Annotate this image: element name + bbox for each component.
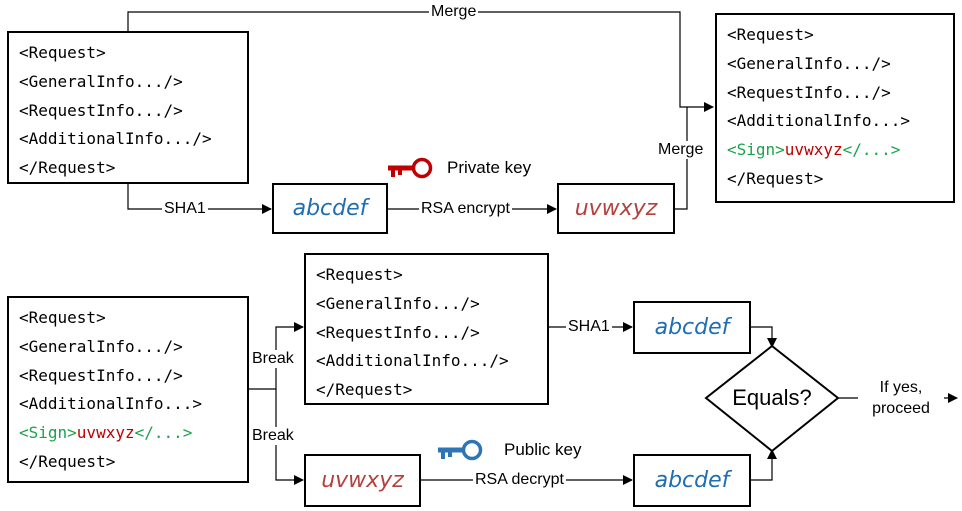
xml-line: <RequestInfo.../> xyxy=(19,100,183,120)
signed-request-box: <Request> <GeneralInfo.../> <RequestInfo… xyxy=(715,13,955,203)
public-key-label: Public key xyxy=(504,440,582,459)
stripped-request-box: <Request> <GeneralInfo.../> <RequestInfo… xyxy=(304,253,549,405)
hash-box: abcdef xyxy=(272,183,388,234)
xml-line: <Request> xyxy=(19,308,106,327)
sign-close-tag: </...> xyxy=(842,140,901,160)
xml-line: </Request> xyxy=(19,158,116,178)
xml-line: <GeneralInfo.../> xyxy=(19,336,183,356)
xml-line: <Request> xyxy=(19,43,106,62)
sha1-top-connector xyxy=(127,183,272,214)
result-line-2: proceed xyxy=(872,400,930,417)
sign-open-tag: <Sign> xyxy=(727,140,785,160)
break-bottom-label: Break xyxy=(251,427,295,445)
sha1-top-label: SHA1 xyxy=(162,200,208,218)
xml-line: </Request> xyxy=(316,380,413,400)
xml-line: <RequestInfo.../> xyxy=(19,365,183,385)
original-request-box: <Request> <GeneralInfo.../> <RequestInfo… xyxy=(7,31,249,184)
equals-label: Equals? xyxy=(732,385,812,410)
xml-line: <GeneralInfo.../> xyxy=(727,53,891,73)
xml-line: <GeneralInfo.../> xyxy=(19,71,183,91)
sha1-bottom-label: SHA1 xyxy=(566,318,612,336)
extracted-signature-box: uvwxyz xyxy=(304,454,421,507)
break-bottom-connector xyxy=(275,389,304,485)
break-top-label: Break xyxy=(251,350,295,368)
decrypted-to-diamond-connector xyxy=(750,449,777,481)
xml-line: <Request> xyxy=(727,25,814,44)
xml-line: </Request> xyxy=(727,168,824,188)
equals-diamond xyxy=(704,344,840,453)
hash-to-diamond-connector xyxy=(750,326,777,348)
sign-open-tag: <Sign> xyxy=(19,423,77,443)
xml-line: <RequestInfo.../> xyxy=(316,322,480,342)
merge-side-label: Merge xyxy=(657,141,705,159)
private-key-icon xyxy=(388,157,433,179)
xml-line: </Request> xyxy=(19,451,116,471)
computed-hash-box: abcdef xyxy=(633,301,751,354)
xml-line: <AdditionalInfo.../> xyxy=(19,129,212,149)
result-line-1: If yes, xyxy=(879,379,923,396)
public-key-icon xyxy=(438,439,483,461)
xml-line: <AdditionalInfo...> xyxy=(19,394,203,414)
result-label: If yes, proceed xyxy=(858,377,944,419)
rsa-encrypt-label: RSA encrypt xyxy=(419,200,512,218)
xml-line: <Request> xyxy=(316,265,403,284)
merge-top-label: Merge xyxy=(429,3,479,21)
signature-box: uvwxyz xyxy=(557,183,675,234)
received-request-box: <Request> <GeneralInfo.../> <RequestInfo… xyxy=(7,296,249,483)
sign-line: <Sign>uvwxyz</...> xyxy=(19,419,247,448)
xml-line: <AdditionalInfo.../> xyxy=(316,351,509,371)
sign-value: uvwxyz xyxy=(76,423,135,443)
decrypted-hash-box: abcdef xyxy=(633,454,751,507)
private-key-label: Private key xyxy=(447,158,532,177)
sign-close-tag: </...> xyxy=(134,423,193,443)
sign-line: <Sign>uvwxyz</...> xyxy=(727,136,953,165)
break-top-connector xyxy=(275,322,304,389)
rsa-decrypt-label: RSA decrypt xyxy=(473,471,566,489)
xml-line: <RequestInfo.../> xyxy=(727,82,891,102)
xml-line: <AdditionalInfo...> xyxy=(727,111,911,131)
xml-line: <GeneralInfo.../> xyxy=(316,293,480,313)
merge-top-connector xyxy=(127,11,714,112)
sign-value: uvwxyz xyxy=(784,140,843,160)
